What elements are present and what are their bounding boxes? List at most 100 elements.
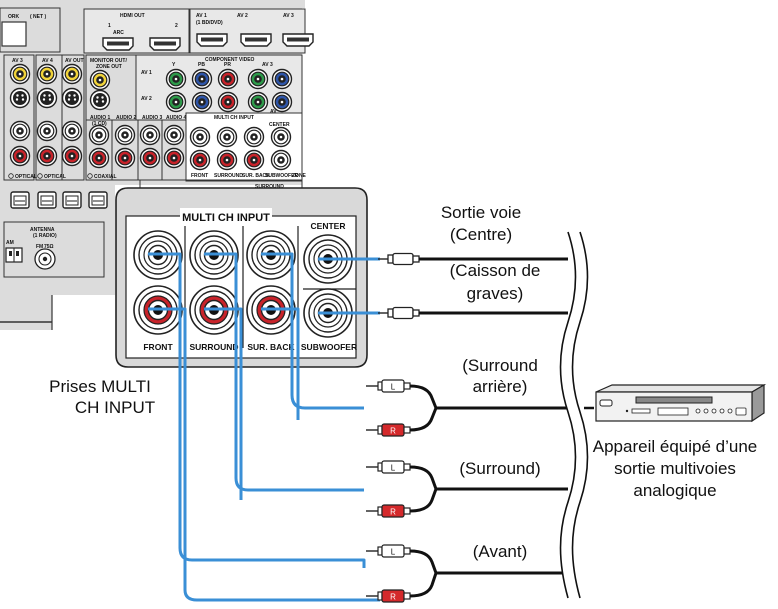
audio3-label: AUDIO 3 bbox=[142, 115, 163, 121]
cable-break-mark bbox=[559, 231, 589, 599]
hdmi-in-av3-port bbox=[282, 33, 314, 47]
panel-subwoofer-label: SUBWOOFER bbox=[301, 342, 357, 352]
fm-antenna-jack bbox=[34, 248, 56, 270]
audio1-l-jack bbox=[88, 124, 110, 146]
comp-av-label: AV bbox=[270, 109, 277, 115]
hdmi-arc-label: ARC bbox=[113, 30, 124, 36]
audio4-l-jack bbox=[163, 124, 185, 146]
small-surback-r-jack bbox=[243, 149, 265, 171]
subwoofer-label-line2: graves) bbox=[467, 284, 524, 303]
hdmi-in-av2-port bbox=[240, 33, 272, 47]
comp-pb-label: PB bbox=[198, 62, 205, 68]
monitor-out-label: MONITOR OUT/ bbox=[90, 58, 127, 64]
avout-svideo-jack bbox=[61, 87, 83, 109]
comp-av3-pb-jack bbox=[271, 68, 293, 90]
comp-av-pb-jack bbox=[271, 91, 293, 113]
cable-surround-l bbox=[204, 252, 364, 492]
front-cable-pair: L R bbox=[366, 544, 568, 603]
comp-pr-label: PR bbox=[224, 62, 231, 68]
optical-2-port bbox=[37, 191, 57, 209]
front-r-plug-label: R bbox=[390, 593, 396, 602]
network-label: ORK bbox=[8, 14, 20, 20]
av4-video-jack bbox=[36, 63, 58, 85]
comp-av1-pb-jack bbox=[191, 68, 213, 90]
av3-label: AV 3 bbox=[283, 13, 294, 19]
cable-front-r bbox=[148, 307, 380, 602]
optical-1-port bbox=[10, 191, 30, 209]
av3-audio-r-jack bbox=[9, 145, 31, 167]
audio1-label: AUDIO 1 bbox=[90, 115, 111, 121]
coaxial-label: COAXIAL bbox=[94, 174, 117, 180]
surround-l-plug-label: L bbox=[391, 464, 396, 473]
surround-small-label: SURROUND bbox=[214, 173, 243, 179]
multi-ch-small-label: MULTI CH INPUT bbox=[214, 115, 254, 121]
small-subwoofer-jack bbox=[270, 149, 292, 171]
comp-av2-pb-jack bbox=[191, 91, 213, 113]
hdmi-2-label: 2 bbox=[175, 23, 178, 29]
device-disc-tray bbox=[635, 396, 713, 404]
front-small-label: FRONT bbox=[191, 173, 208, 179]
audio2-r-jack bbox=[114, 147, 136, 169]
zone-small-label: ZONE bbox=[292, 173, 307, 179]
device-label-line2: sortie multivoies bbox=[614, 459, 736, 478]
comp-av2-y-jack bbox=[165, 91, 187, 113]
small-surround-l-jack bbox=[216, 126, 238, 148]
jacks-label-line1: Prises MULTI bbox=[49, 377, 151, 396]
av4-svideo-jack bbox=[36, 87, 58, 109]
front-l-plug-label: L bbox=[391, 548, 396, 557]
hdmi-out-label: HDMI OUT bbox=[120, 13, 145, 19]
surround-label: (Surround) bbox=[459, 459, 540, 478]
cable-surback-l bbox=[261, 252, 364, 410]
antenna-label: ANTENNA bbox=[30, 227, 55, 233]
jacks-label-line2: CH INPUT bbox=[75, 398, 155, 417]
comp-av2-pr-jack bbox=[217, 91, 239, 113]
component-video-label: COMPONENT VIDEO bbox=[205, 57, 255, 63]
surback-cable-pair: L R bbox=[366, 379, 568, 437]
device-label-line3: analogique bbox=[633, 481, 716, 500]
small-center-jack bbox=[270, 126, 292, 148]
device-power-button bbox=[599, 399, 613, 407]
hdmi-out-2-port bbox=[149, 37, 181, 51]
comp-y-label: Y bbox=[172, 62, 176, 68]
audio1-r-jack bbox=[88, 147, 110, 169]
av3-svideo-jack bbox=[9, 87, 31, 109]
center-label-line2: (Centre) bbox=[450, 225, 512, 244]
cable-surback-r bbox=[261, 307, 300, 420]
panel-front-label: FRONT bbox=[143, 342, 173, 352]
center-small-label: CENTER bbox=[269, 122, 290, 128]
comp-av1-y-jack bbox=[165, 68, 187, 90]
avout-audio-r-jack bbox=[61, 145, 83, 167]
multichannel-player-device bbox=[595, 383, 767, 423]
antenna-sub-label: (1 RADIO) bbox=[33, 233, 57, 239]
surback-r-plug-label: R bbox=[390, 427, 396, 436]
fm-ohm-label: 75Ω bbox=[44, 244, 54, 250]
zone-out-label: ZONE OUT bbox=[96, 64, 122, 70]
small-surround-r-jack bbox=[216, 149, 238, 171]
cable-front-l bbox=[148, 252, 366, 568]
comp-av3-label: AV 3 bbox=[262, 62, 273, 68]
av3-left-label: AV 3 bbox=[12, 58, 23, 64]
audio3-l-jack bbox=[139, 124, 161, 146]
small-front-l-jack bbox=[189, 126, 211, 148]
av4-audio-l-jack bbox=[36, 120, 58, 142]
audio2-l-jack bbox=[114, 124, 136, 146]
audio4-label: AUDIO 4 bbox=[166, 115, 187, 121]
surback-label-line1: (Surround bbox=[462, 356, 538, 375]
cable-routes bbox=[148, 252, 380, 602]
audio2-label: AUDIO 2 bbox=[116, 115, 137, 121]
small-front-r-jack bbox=[189, 149, 211, 171]
surback-l-plug-label: L bbox=[391, 383, 396, 392]
center-label-line1: Sortie voie bbox=[441, 203, 521, 222]
audio3-r-jack bbox=[139, 147, 161, 169]
avout-video-jack bbox=[61, 63, 83, 85]
comp-av-y-jack bbox=[247, 91, 269, 113]
audio4-r-jack bbox=[163, 147, 185, 169]
fm-label: FM bbox=[36, 244, 43, 250]
optical-3-port bbox=[62, 191, 82, 209]
hdmi-1-label: 1 bbox=[108, 23, 111, 29]
net-label: ( NET ) bbox=[30, 14, 46, 20]
am-label: AM bbox=[6, 240, 14, 246]
surround-box-label: SURROUND bbox=[255, 184, 284, 190]
av1-label: AV 1 bbox=[196, 13, 207, 19]
